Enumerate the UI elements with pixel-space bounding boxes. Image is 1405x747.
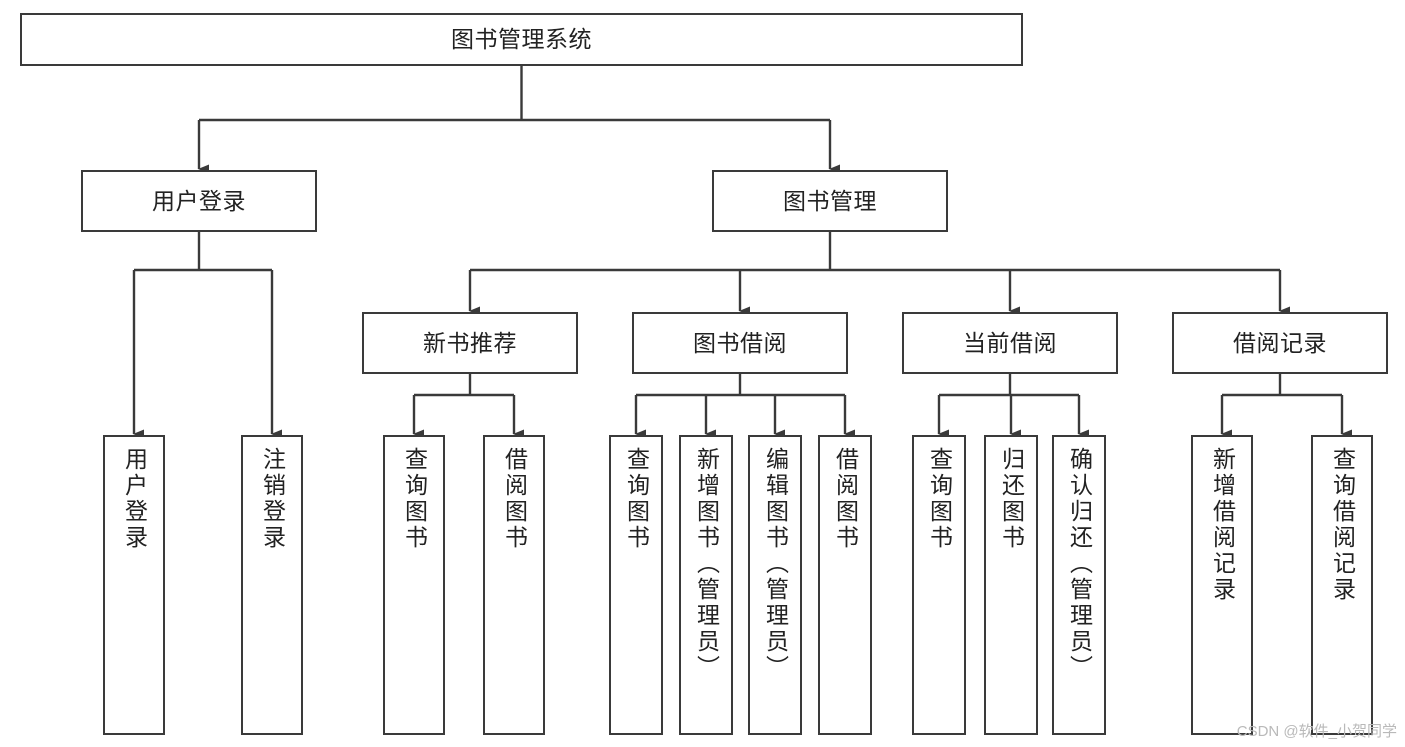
node-leaf-query-borrow-record-label: 查询借阅记录 [1329, 447, 1356, 603]
node-leaf-query-borrow-record[interactable]: 查询借阅记录 [1311, 435, 1373, 735]
node-leaf-query-book-3[interactable]: 查询图书 [912, 435, 966, 735]
node-leaf-query-book-3-label: 查询图书 [926, 447, 953, 551]
node-borrow-record[interactable]: 借阅记录 [1172, 312, 1388, 374]
node-leaf-add-book-label: 新增图书（管理员） [693, 447, 720, 681]
node-leaf-add-book[interactable]: 新增图书（管理员） [679, 435, 733, 735]
node-borrow-record-label: 借阅记录 [1233, 329, 1327, 356]
node-leaf-query-book-1[interactable]: 查询图书 [383, 435, 445, 735]
node-leaf-query-book-1-label: 查询图书 [401, 447, 428, 551]
node-leaf-query-book-2[interactable]: 查询图书 [609, 435, 663, 735]
node-leaf-logout[interactable]: 注销登录 [241, 435, 303, 735]
node-leaf-user-login-label: 用户登录 [121, 447, 148, 551]
node-leaf-query-book-2-label: 查询图书 [623, 447, 650, 551]
node-current-borrow-label: 当前借阅 [963, 329, 1057, 356]
node-book-borrow-label: 图书借阅 [693, 329, 787, 356]
node-leaf-edit-book-label: 编辑图书（管理员） [762, 447, 789, 681]
node-book-manage[interactable]: 图书管理 [712, 170, 948, 232]
node-leaf-logout-label: 注销登录 [259, 447, 286, 551]
node-leaf-borrow-book-1-label: 借阅图书 [501, 447, 528, 551]
node-leaf-confirm-return[interactable]: 确认归还（管理员） [1052, 435, 1106, 735]
node-user-login-label: 用户登录 [152, 187, 246, 214]
node-leaf-borrow-book-1[interactable]: 借阅图书 [483, 435, 545, 735]
node-new-book-recommend-label: 新书推荐 [423, 329, 517, 356]
node-leaf-confirm-return-label: 确认归还（管理员） [1066, 447, 1093, 681]
node-leaf-user-login[interactable]: 用户登录 [103, 435, 165, 735]
node-leaf-edit-book[interactable]: 编辑图书（管理员） [748, 435, 802, 735]
csdn-watermark: CSDN @软件_小贺同学 [1236, 723, 1397, 740]
node-book-borrow[interactable]: 图书借阅 [632, 312, 848, 374]
node-leaf-return-book-label: 归还图书 [998, 447, 1025, 551]
node-current-borrow[interactable]: 当前借阅 [902, 312, 1118, 374]
node-user-login[interactable]: 用户登录 [81, 170, 317, 232]
node-new-book-recommend[interactable]: 新书推荐 [362, 312, 578, 374]
node-book-manage-label: 图书管理 [783, 187, 877, 214]
node-root-label: 图书管理系统 [451, 26, 592, 53]
node-leaf-add-borrow-record[interactable]: 新增借阅记录 [1191, 435, 1253, 735]
node-root[interactable]: 图书管理系统 [20, 13, 1023, 66]
node-leaf-borrow-book-2-label: 借阅图书 [832, 447, 859, 551]
node-leaf-add-borrow-record-label: 新增借阅记录 [1209, 447, 1236, 603]
node-leaf-return-book[interactable]: 归还图书 [984, 435, 1038, 735]
node-leaf-borrow-book-2[interactable]: 借阅图书 [818, 435, 872, 735]
